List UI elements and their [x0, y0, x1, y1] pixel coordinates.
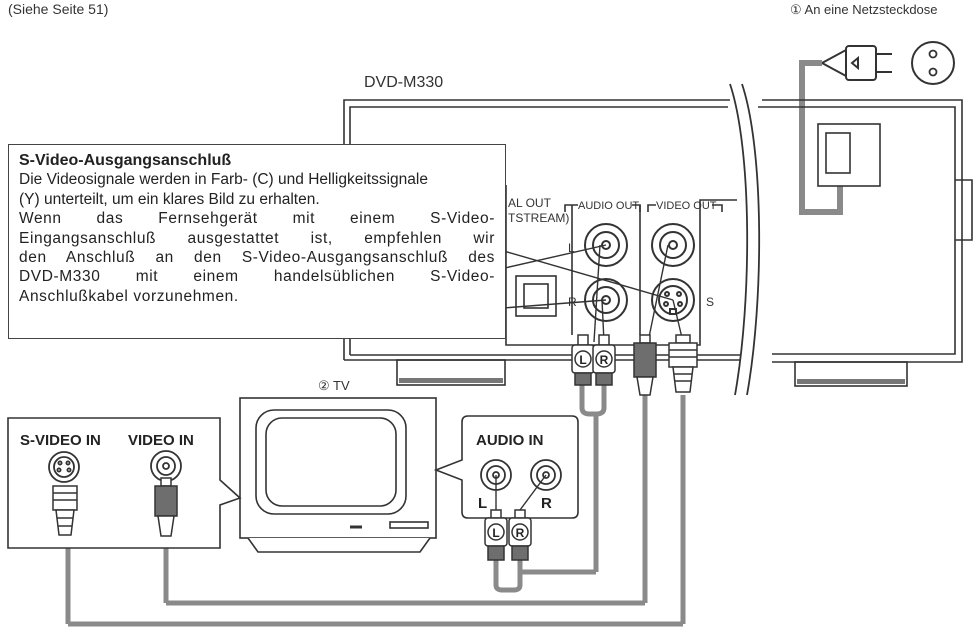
note-title: S-Video-Ausgangsanschluß: [19, 152, 232, 169]
svideo-in-label: S-VIDEO IN: [20, 432, 101, 449]
tv-label: ② TV: [318, 378, 350, 393]
svideo-plug-tv: [52, 485, 78, 536]
callout-lines-tv: [495, 474, 547, 511]
tv-set: [239, 397, 437, 553]
note-line-1: Die Videosignale werden in Farb- (C) und…: [19, 171, 428, 189]
plug-r-mark: R: [600, 353, 609, 367]
svideo-in-jack: [48, 451, 80, 483]
note-line-2: (Y) unterteilt, um ein klares Bild zu er…: [19, 190, 320, 208]
page-reference: (Siehe Seite 51): [8, 1, 108, 17]
note-line-7: Anschlußkabel vorzunehmen.: [19, 287, 239, 305]
device-model: DVD-M330: [364, 74, 443, 91]
audio-out-label: AUDIO OUT: [578, 200, 639, 212]
digital-out-label: AL OUT: [508, 196, 552, 210]
note-line-6: DVD-M330 mit einem handelsüblichen S-Vid…: [19, 268, 495, 286]
video-plug-tv: [154, 477, 178, 537]
video-out-jack: [651, 223, 695, 267]
svideo-note-box: S-Video-Ausgangsanschluß Die Videosignal…: [8, 144, 506, 339]
audio-r-plug-device: R: [592, 334, 616, 386]
audio-l-plug-device: L: [571, 334, 595, 386]
jack-s-label: S: [706, 295, 714, 309]
video-in-label: VIDEO IN: [128, 432, 194, 449]
cables: [65, 385, 686, 627]
svideo-plug-device: [668, 334, 698, 393]
audio-in-r-label: R: [541, 495, 552, 512]
video-plug-device: [633, 334, 657, 396]
video-in-jack: [150, 450, 182, 482]
jack-l-label: L: [568, 241, 575, 255]
wall-outlet-icon: [911, 41, 955, 85]
audio-in-label: AUDIO IN: [476, 432, 544, 449]
power-plug-icon: [819, 45, 892, 81]
audio-l-plug-tv: L: [484, 509, 508, 561]
video-out-label: VIDEO OUT: [656, 200, 717, 212]
plug-l-mark: L: [579, 353, 586, 367]
plug-r-mark-tv: R: [516, 526, 525, 540]
audio-in-l-label: L: [478, 495, 487, 512]
plug-l-mark-tv: L: [492, 526, 499, 540]
note-line-5: den Anschluß an den S-Video-Ausgangsansc…: [19, 249, 495, 267]
audio-r-plug-tv: R: [508, 509, 532, 561]
bitstream-label: TSTREAM): [508, 211, 569, 225]
note-line-4: Eingangsanschluß ausgestattet ist, empfe…: [19, 229, 495, 247]
note-line-3: Wenn das Fernsehgerät mit einem S-Video-: [19, 210, 495, 228]
power-outlet-label: ① An eine Netzsteckdose: [790, 2, 938, 17]
